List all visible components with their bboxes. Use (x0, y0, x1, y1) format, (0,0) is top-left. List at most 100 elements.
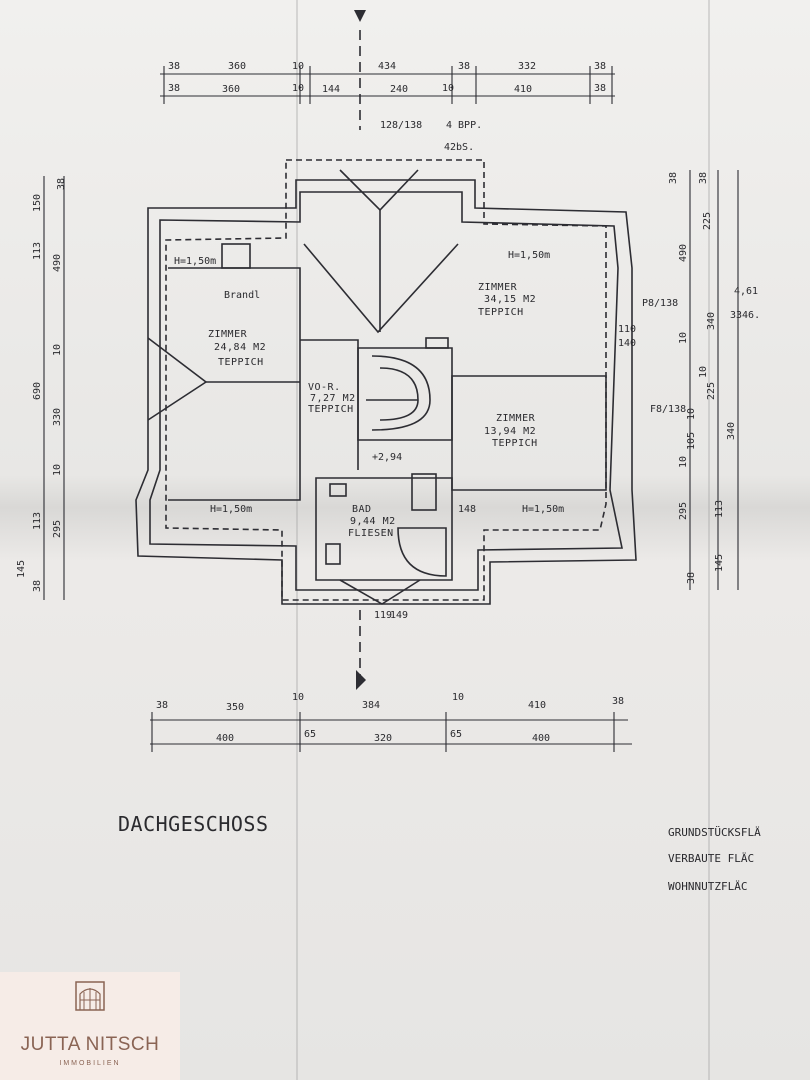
dim-label: 225 (702, 212, 713, 230)
dim-label: 38 (458, 61, 470, 72)
dim-label: 38 (32, 580, 43, 592)
annotation: H=1,50m (210, 504, 252, 515)
annotation: H=1,50m (508, 250, 550, 261)
dim-label: 410 (514, 84, 532, 95)
dim-label: 400 (532, 733, 550, 744)
stair (371, 355, 431, 431)
dim-label: 434 (378, 61, 396, 72)
annotation: H=1,50m (522, 504, 564, 515)
dim-label: 10 (698, 366, 709, 378)
radiator (425, 337, 449, 349)
annotation: 149 (390, 610, 408, 621)
dim-label: 145 (714, 554, 725, 572)
tub (411, 473, 437, 511)
right-note: GRUNDSTÜCKSFLÄ (668, 826, 761, 839)
shower (397, 527, 447, 577)
ridge-line (339, 579, 421, 605)
dim-label: 105 (686, 432, 697, 450)
annotation: P8/138 (642, 298, 678, 309)
roof-outline (165, 159, 607, 601)
dim-label: 295 (52, 520, 63, 538)
annotation: 148 (458, 504, 476, 515)
chimney (221, 243, 251, 269)
dim-label: 38 (668, 172, 679, 184)
fold-line (708, 0, 710, 1080)
room-2-floor: TEPPICH (478, 307, 524, 318)
dim-label: 384 (362, 700, 380, 711)
wall-right-room (451, 375, 607, 491)
dim-label: 690 (32, 382, 43, 400)
fold-line (296, 0, 298, 1080)
annotation: 4 BPP. (446, 120, 482, 131)
right-note: WOHNNUTZFLÄC (668, 880, 748, 893)
dim-label: 113 (32, 512, 43, 530)
ridge-line (147, 337, 208, 421)
wall-left-room (168, 267, 301, 501)
dim-label: 113 (714, 500, 725, 518)
ridge-line (339, 169, 419, 212)
dim-label: 10 (52, 464, 63, 476)
logo-window-icon (75, 981, 105, 1011)
room-3-name: ZIMMER (496, 413, 536, 424)
room-4-floor: TEPPICH (308, 404, 354, 415)
dim-label: 10 (678, 456, 689, 468)
annotation: 140 (618, 338, 636, 349)
annotation: H=1,50m (174, 256, 216, 267)
dim-label: 350 (226, 702, 244, 713)
dim-label: 10 (292, 61, 304, 72)
dim-label: 490 (52, 254, 63, 272)
room-1-floor: TEPPICH (218, 357, 264, 368)
outer-wall (135, 179, 637, 605)
sink (329, 483, 347, 497)
section-arrow (354, 10, 366, 22)
dim-label: 225 (706, 382, 717, 400)
dim-label: 332 (518, 61, 536, 72)
annotation: F8/138 (650, 404, 686, 415)
section-arrow (356, 670, 366, 690)
room-2-area: 34,15 M2 (484, 294, 536, 305)
dim-label: 240 (390, 84, 408, 95)
dim-label: 145 (16, 560, 27, 578)
wall-bath (315, 477, 453, 581)
room-1-area: 24,84 M2 (214, 342, 266, 353)
dim-label: 400 (216, 733, 234, 744)
room-4-area: 7,27 M2 (310, 393, 356, 404)
annotation: 42bS. (444, 142, 474, 153)
dim-label: 340 (726, 422, 737, 440)
annotation: Brandl (224, 290, 260, 301)
dim-label: 38 (594, 61, 606, 72)
dim-label: 490 (678, 244, 689, 262)
dim-label: 10 (442, 83, 454, 94)
wall-stair (357, 347, 453, 441)
annotation: 3346. (730, 310, 760, 321)
dim-label: 295 (678, 502, 689, 520)
dim-label: 360 (228, 61, 246, 72)
dim-label: 38 (168, 83, 180, 94)
dim-label: 144 (322, 84, 340, 95)
right-note: VERBAUTE FLÄC (668, 852, 755, 865)
dim-label: 38 (594, 83, 606, 94)
dim-label: 320 (374, 733, 392, 744)
room-3-area: 13,94 M2 (484, 426, 536, 437)
stair (379, 367, 419, 421)
annotation: +2,94 (372, 452, 402, 463)
room-4-name: VO-R. (308, 382, 341, 393)
room-2-name: ZIMMER (478, 282, 518, 293)
dim-label: 38 (56, 178, 67, 190)
room-3-floor: TEPPICH (492, 438, 538, 449)
room-5-area: 9,44 M2 (350, 516, 396, 527)
dim-label: 38 (168, 61, 180, 72)
annotation: 119 (374, 610, 392, 621)
dim-label: 10 (292, 83, 304, 94)
dim-label: 10 (292, 692, 304, 703)
dim-label: 10 (452, 692, 464, 703)
dim-label: 38 (686, 572, 697, 584)
dim-label: 10 (686, 408, 697, 420)
inner-wall (149, 191, 623, 591)
logo-box: JUTTA NITSCH IMMOBILIEN (0, 972, 180, 1080)
annotation: 128/138 (380, 120, 422, 131)
logo-subtitle: IMMOBILIEN (59, 1060, 121, 1067)
dim-label: 65 (450, 729, 462, 740)
dim-label: 38 (612, 696, 624, 707)
dim-label: 65 (304, 729, 316, 740)
